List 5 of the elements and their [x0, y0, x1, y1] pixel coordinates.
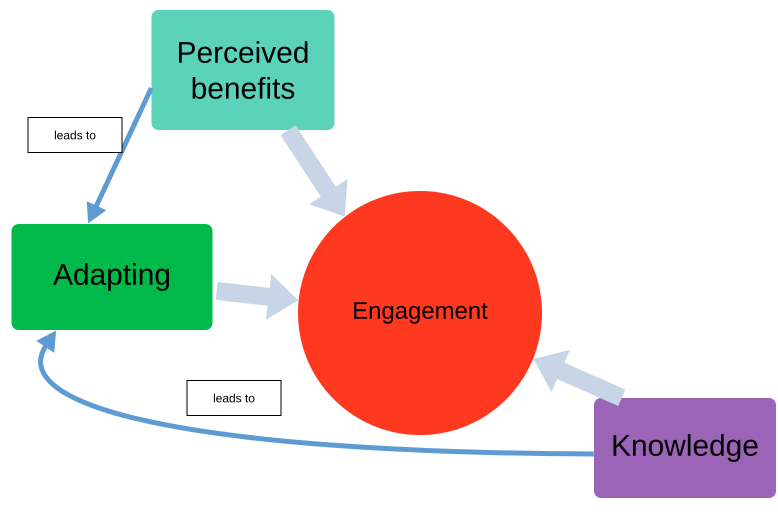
edge-label: leads to [186, 380, 282, 416]
process-box: Adapting [12, 224, 212, 330]
edge-label: leads to [28, 117, 122, 153]
process-box: Knowledge [594, 398, 776, 498]
process-box: Perceived benefits [152, 10, 334, 130]
